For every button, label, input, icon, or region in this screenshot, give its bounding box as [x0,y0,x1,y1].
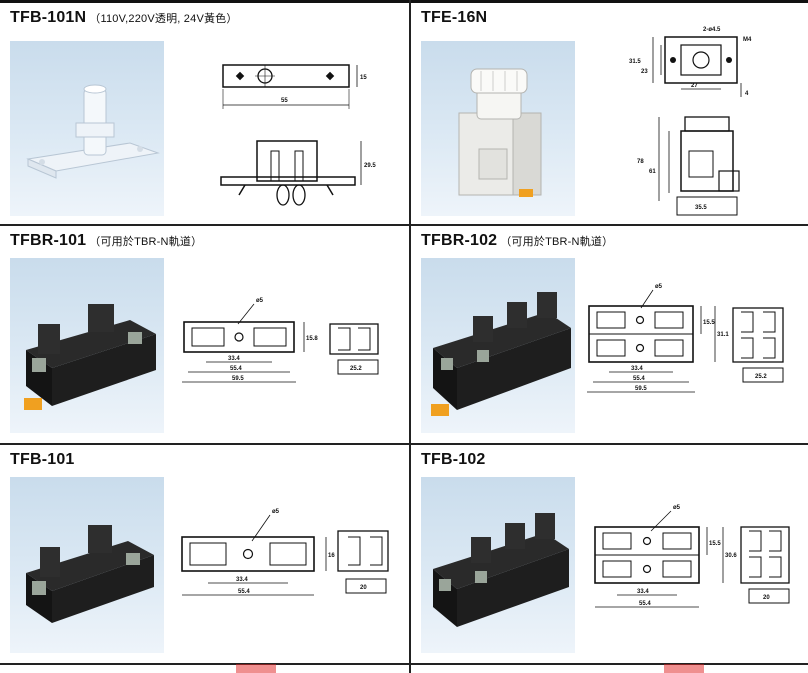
dim-pitch: 33.4 [631,366,643,372]
product-cell-tfb-102: TFB-102 ø5 33.4 55.4 15.5 30.6 [411,445,808,663]
product-photo [421,477,575,653]
dim-total-height: 78 [637,159,644,165]
row-divider-3 [0,663,808,665]
product-cell-tfb-101n: TFB-101N（110V,220V透明, 24V黃色） 55 15 [0,3,409,224]
dim-inner-height: 23 [641,69,648,75]
product-photo-illustration [431,292,571,416]
product-photo-illustration [26,525,154,623]
dim-width: 15 [360,75,367,81]
dim-pitch: 33.4 [228,356,240,362]
product-photo [10,41,164,216]
dim-hole: ø5 [655,284,663,290]
product-photo-illustration [458,68,542,197]
product-title: TFB-101N（110V,220V透明, 24V黃色） [10,9,238,27]
dimension-drawing: ø5 33.4 55.4 16 20 [181,509,389,596]
dim-length: 55.4 [639,601,651,607]
product-title: TFBR-102（可用於TBR-N軌道） [421,232,613,250]
dim-side: 20 [360,585,367,591]
dim-side: 25.2 [350,366,362,372]
dim-body-height: 61 [649,169,656,175]
footer-mark-right [664,664,704,673]
product-cell-tfe-16n: TFE-16N 2-ø4.5 M4 31.5 23 27 4 [411,3,808,224]
product-photo [10,477,164,653]
product-photo-illustration [433,513,569,627]
product-title: TFB-101 [10,451,78,469]
dim-screw: M4 [743,37,752,43]
dim-pitch: 33.4 [637,589,649,595]
product-photo [10,258,164,433]
product-cell-tfb-101: TFB-101 ø5 33.4 55.4 16 20 [0,445,409,663]
dim-width: 15.8 [306,336,318,342]
dim-base-width: 35.5 [695,205,707,211]
product-model: TFB-101N [10,9,87,26]
product-note: （可用於TBR-N軌道） [500,236,614,248]
row-divider-2 [0,443,808,445]
dimension-drawing: ø5 33.4 55.4 15.5 30.6 20 [594,505,790,608]
row-divider-1 [0,224,808,226]
dim-pitch: 33.4 [236,577,248,583]
product-model: TFB-102 [421,451,486,468]
product-photo-illustration [24,304,156,410]
dim-total-width: 30.6 [725,553,737,559]
dim-row-width: 15.5 [703,320,715,326]
dim-inner-width: 27 [691,83,698,89]
product-cell-tfbr-101: TFBR-101（可用於TBR-N軌道） ø5 33.4 55.4 59.5 1… [0,226,409,443]
product-photo-illustration [26,84,160,179]
dimension-drawing: 55 15 29.5 [220,64,376,206]
top-rule [0,0,808,3]
dim-hole: ø5 [272,509,280,515]
product-title: TFBR-101（可用於TBR-N軌道） [10,232,202,250]
dimension-drawing: 2-ø4.5 M4 31.5 23 27 4 78 61 35.5 [629,27,752,216]
dim-outer-height: 31.5 [629,59,641,65]
dimension-drawing: ø5 33.4 55.4 59.5 15.5 31.1 25.2 [587,284,784,393]
product-title: TFE-16N [421,9,490,27]
footer-mark-left [236,664,276,673]
dim-height: 29.5 [364,163,376,169]
product-model: TFBR-102 [421,232,498,249]
product-model: TFBR-101 [10,232,87,249]
dim-total-width: 31.1 [717,332,729,338]
product-model: TFB-101 [10,451,75,468]
product-photo [421,41,575,216]
dim-side: 20 [763,595,770,601]
product-cell-tfbr-102: TFBR-102（可用於TBR-N軌道） ø5 33.4 55.4 59.5 [411,226,808,443]
dim-row-width: 15.5 [709,541,721,547]
dim-holes: 2-ø4.5 [703,27,721,33]
dim-length: 55.4 [230,366,242,372]
column-divider [409,0,411,673]
dim-length: 55 [281,98,288,104]
dim-length: 55.4 [238,589,250,595]
dim-side: 25.2 [755,374,767,380]
dim-overall: 59.5 [635,386,647,392]
product-title: TFB-102 [421,451,489,469]
dim-hole: ø5 [673,505,681,511]
product-note: （可用於TBR-N軌道） [89,236,203,248]
dim-width: 16 [328,553,335,559]
product-note: （110V,220V透明, 24V黃色） [89,13,238,25]
product-photo [421,258,575,433]
product-model: TFE-16N [421,9,488,26]
dim-length: 55.4 [633,376,645,382]
dimension-drawing: ø5 33.4 55.4 59.5 15.8 25.2 [182,298,379,383]
dim-hole: ø5 [256,298,264,304]
dim-offset: 4 [745,91,749,97]
dim-overall: 59.5 [232,376,244,382]
